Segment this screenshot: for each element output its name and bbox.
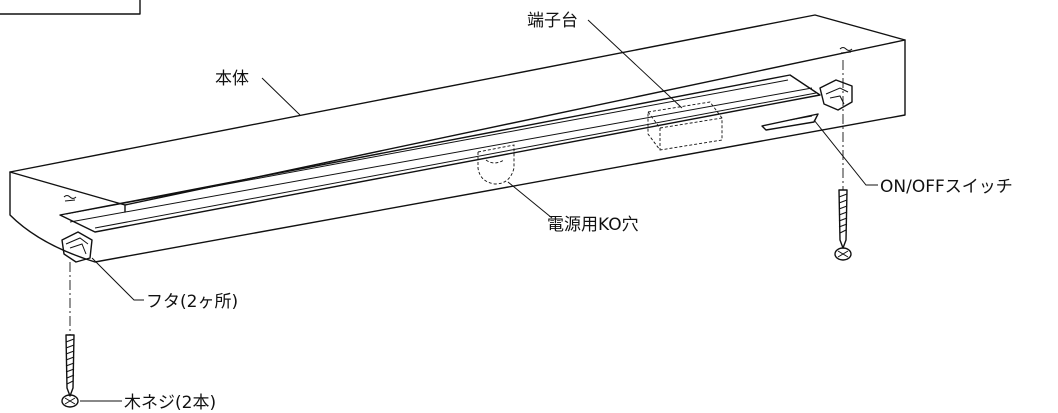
fixture-body [9,14,906,263]
leader-cover [91,257,144,301]
screw-left [61,262,79,408]
power-ko-hole-outline [477,144,515,185]
leader-switch [813,119,878,186]
label-on-off-switch: ON/OFFスイッチ [880,177,1013,197]
label-power-ko-hole: 電源用KO穴 [547,215,639,235]
cover-left [61,231,93,263]
mount-mark-left [63,195,77,202]
label-terminal-block: 端子台 [527,11,578,31]
screw-right [834,60,852,261]
label-body: 本体 [215,69,249,89]
on-off-switch [761,113,819,131]
leader-terminal-block [587,19,683,109]
mount-mark-right [839,47,853,54]
cropped-box [0,0,141,15]
leader-body [261,77,301,116]
leader-power-ko [507,181,553,219]
terminal-block-outline [647,101,723,151]
label-cover: フタ(2ヶ所) [146,292,238,312]
cover-right [819,79,853,111]
label-wood-screw: 木ネジ(2本) [124,393,216,413]
